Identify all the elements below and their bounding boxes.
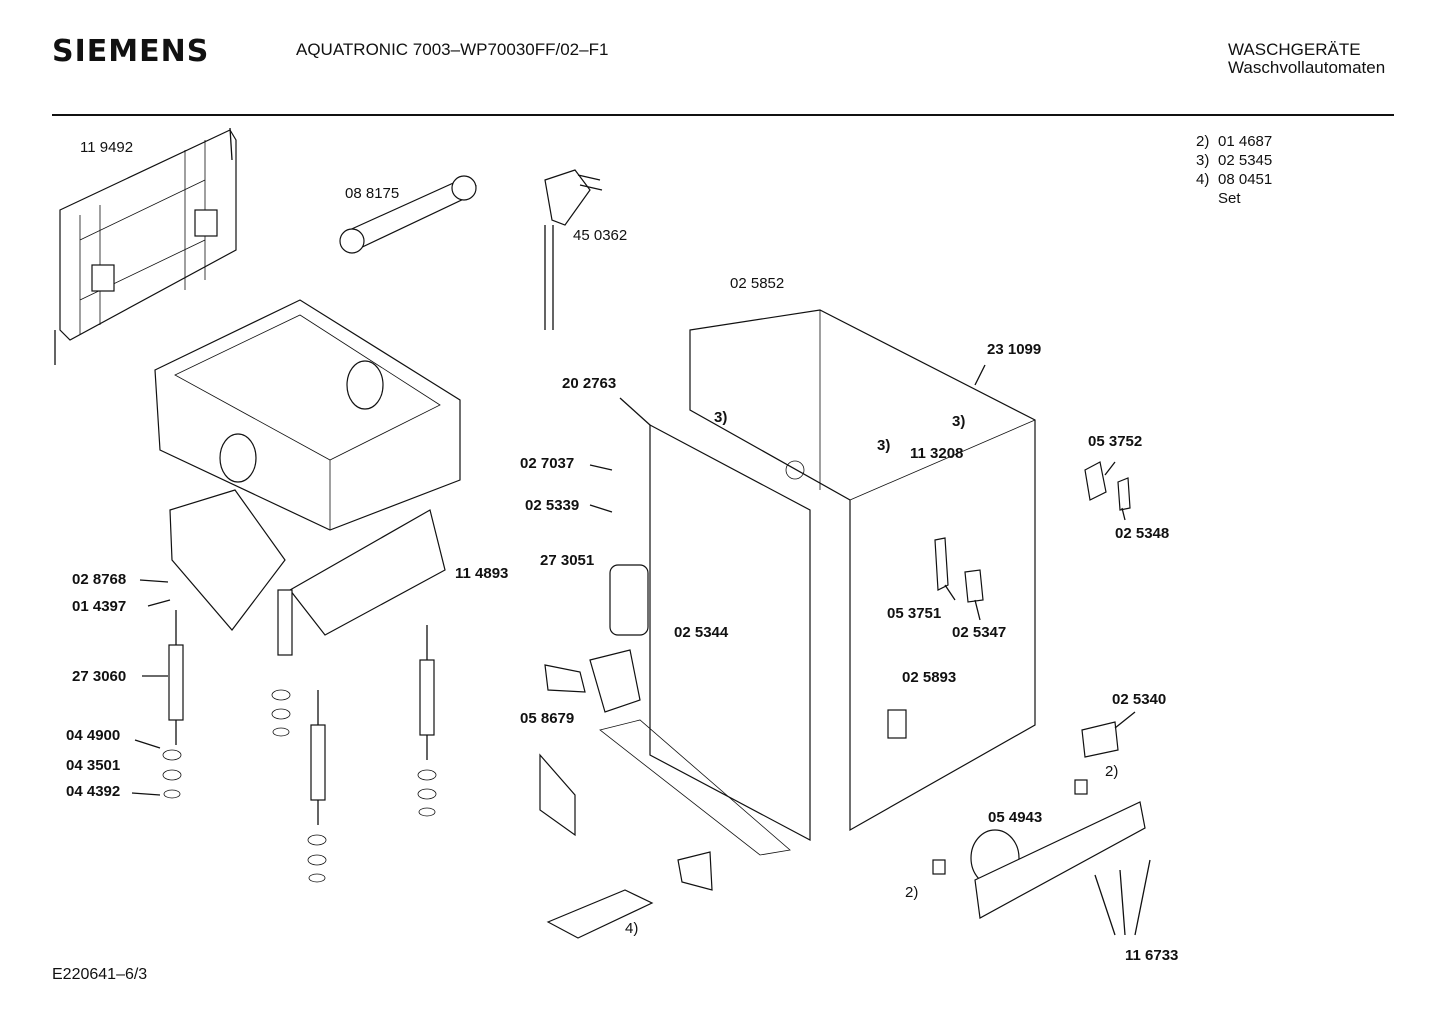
part-label: 02 5347 — [952, 624, 1006, 641]
ref-label: 2) — [905, 884, 918, 901]
part-label: 02 5344 — [674, 624, 729, 641]
part-label: 04 3501 — [66, 757, 120, 774]
document-id: E220641–6/3 — [52, 966, 148, 983]
ref-label: 3) — [952, 413, 965, 430]
part-label: 04 4900 — [66, 727, 120, 744]
ref-label: 3) — [877, 437, 890, 454]
legend-value: 08 0451 — [1218, 171, 1273, 188]
part-label: 08 8175 — [345, 185, 399, 202]
part-label: 02 5339 — [525, 497, 579, 514]
category-subtitle: Waschvollautomaten — [1228, 58, 1386, 77]
legend-row: 2) 01 4687 — [1196, 132, 1272, 151]
legend-row: 3) 02 5345 — [1196, 151, 1272, 170]
ref-label: 4) — [625, 920, 638, 937]
small-parts-drawing — [539, 461, 1151, 939]
legend-key: 3) — [1196, 152, 1210, 169]
part-label: 05 3751 — [887, 605, 941, 622]
model-title: AQUATRONIC 7003–WP70030FF/02–F1 — [296, 40, 609, 59]
part-label: 05 3752 — [1088, 433, 1142, 450]
part-label: 05 4943 — [988, 809, 1042, 826]
header-divider — [52, 114, 1394, 116]
part-label: 11 9492 — [80, 139, 133, 156]
part-label: 11 3208 — [910, 445, 963, 462]
reference-legend: 2) 01 4687 3) 02 5345 4) 08 0451 Set — [1196, 132, 1272, 208]
part-label: 11 4893 — [455, 565, 508, 582]
legend-row: 4) 08 0451 — [1196, 170, 1272, 189]
part-label: 01 4397 — [72, 598, 126, 615]
part-label: 45 0362 — [573, 227, 627, 244]
legend-value: 02 5345 — [1218, 152, 1273, 169]
part-label: 27 3051 — [540, 552, 594, 569]
part-label: 27 3060 — [72, 668, 126, 685]
leader-lines — [131, 364, 1136, 796]
shock-absorber-drawing — [162, 589, 437, 883]
legend-key: 2) — [1196, 133, 1210, 150]
part-label: 02 5348 — [1115, 525, 1169, 542]
ref-label: 3) — [714, 409, 727, 426]
part-label: 20 2763 — [562, 375, 616, 392]
part-label: 02 7037 — [520, 455, 574, 472]
spanner-tool-drawing — [339, 175, 477, 254]
legend-value: Set — [1218, 190, 1241, 207]
mounting-bracket-drawing — [54, 127, 237, 365]
part-label: 04 4392 — [66, 783, 120, 800]
legend-key: 4) — [1196, 171, 1210, 188]
part-label: 11 6733 — [1125, 947, 1178, 964]
detergent-housing-drawing — [154, 299, 461, 636]
part-label: 02 8768 — [72, 571, 126, 588]
part-label: 05 8679 — [520, 710, 574, 727]
ref-label: 2) — [1105, 763, 1118, 780]
brand-logo: SIEMENS — [52, 34, 210, 69]
mains-cable-drawing — [544, 169, 603, 330]
cabinet-drawing — [544, 309, 1036, 856]
category-title: WASCHGERÄTE — [1228, 40, 1361, 59]
legend-row: Set — [1196, 189, 1272, 208]
part-label: 02 5340 — [1112, 691, 1166, 708]
part-label: 23 1099 — [987, 341, 1041, 358]
legend-value: 01 4687 — [1218, 133, 1273, 150]
part-label: 02 5852 — [730, 275, 784, 292]
part-label: 02 5893 — [902, 669, 956, 686]
